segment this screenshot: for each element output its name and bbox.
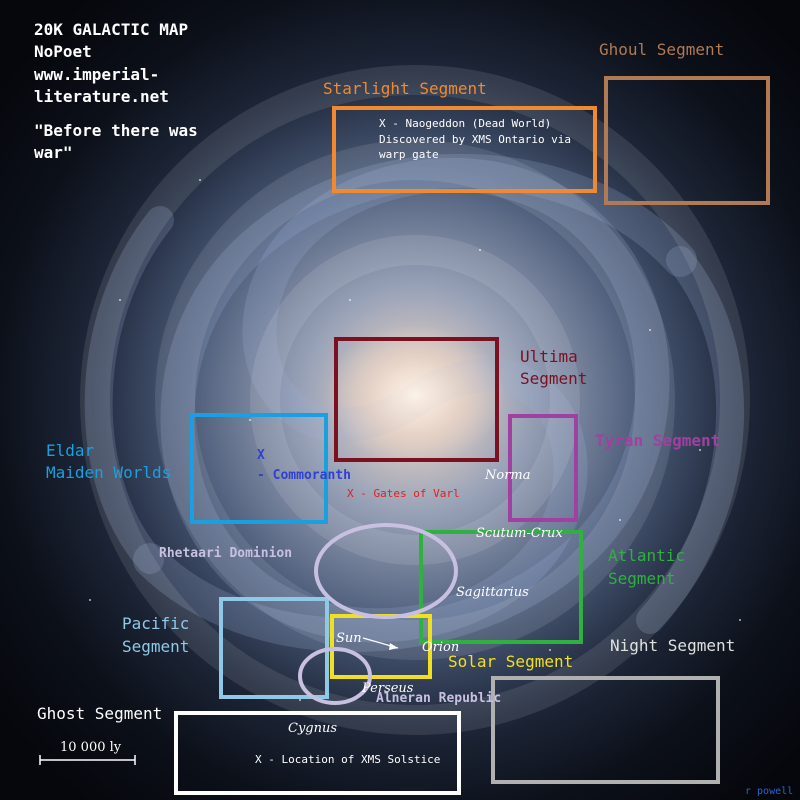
alneran-republic-ellipse [298,647,372,705]
norma-arm-label: Norma [485,468,531,483]
rhetaari-dominion-label: Rhetaari Dominion [159,546,293,561]
subtitle-quote-line-2: war" [34,143,73,162]
orion-arm-label: Orion [422,640,460,655]
author-name: NoPoet [34,42,92,61]
xms-solstice-marker: X - Location of XMS Solstice [255,753,441,766]
pacific-segment-label-2: Segment [122,637,190,656]
ghost-segment-box [174,711,461,795]
atlantic-segment-box [419,530,583,644]
sagittarius-arm-label: Sagittarius [456,585,529,600]
ultima-segment-box [334,337,499,462]
cygnus-arm-label: Cygnus [288,721,338,736]
night-segment-box [491,676,720,784]
ghost-segment-label: Ghost Segment [37,704,163,723]
ghoul-segment-box [604,76,770,205]
eldar-label-2: Maiden Worlds [46,463,172,482]
sun-arrow-head [389,643,398,650]
subtitle-quote-line-1: "Before there was [34,121,198,140]
map-title: 20K GALACTIC MAP [34,20,189,39]
night-segment-label: Night Segment [610,636,736,655]
alneran-republic-label: Alneran Republic [376,691,502,706]
tyran-segment-box [508,414,578,522]
starlight-segment-box [332,106,597,193]
tyran-segment-label: Tyran Segment [595,431,721,450]
ultima-segment-label-2: Segment [520,369,588,388]
commoranth-label: - Commoranth [257,468,351,483]
scutum-crux-arm-label: Scutum-Crux [476,526,563,541]
commoranth-x-marker: X [257,448,265,463]
atlantic-segment-label-2: Segment [608,569,676,588]
pacific-segment-label-1: Pacific [122,614,190,633]
naogeddon-marker-line-3: warp gate [379,148,439,161]
website-line-1: www.imperial- [34,65,160,84]
image-credit: r powell [745,786,794,797]
website-line-2: literature.net [34,87,169,106]
perseus-arm-label: Perseus [362,681,414,696]
rhetaari-dominion-ellipse [314,523,458,619]
ultima-segment-label-1: Ultima [520,347,578,366]
eldar-label-1: Eldar [46,441,95,460]
solar-segment-label: Solar Segment [448,652,574,671]
sun-label: Sun [336,631,362,646]
naogeddon-marker-line-1: X - Naogeddon (Dead World) [379,117,552,130]
naogeddon-marker-line-2: Discovered by XMS Ontario via [379,133,572,146]
scale-bar-label: 10 000 ly [60,740,122,755]
gates-of-varl-marker: X - Gates of Varl [347,487,460,500]
ghoul-segment-label: Ghoul Segment [599,40,725,59]
eldar-segment-box [190,413,328,524]
starlight-segment-label: Starlight Segment [323,79,487,98]
atlantic-segment-label-1: Atlantic [608,546,686,565]
